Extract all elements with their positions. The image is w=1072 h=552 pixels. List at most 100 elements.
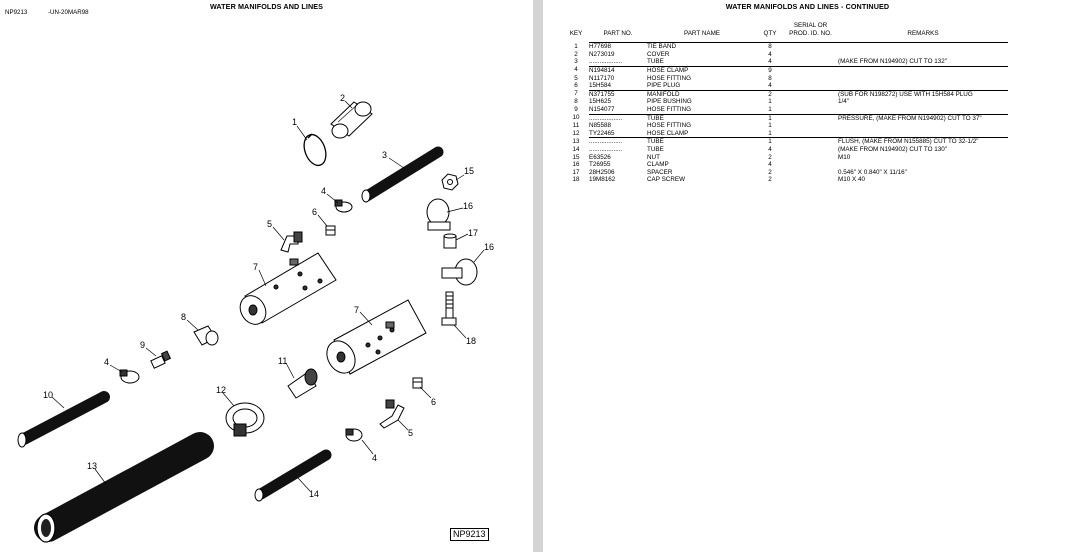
callout-16: 16 [463,201,473,211]
figure-id-label: NP9213 [450,528,489,541]
serial-cell [783,146,838,154]
tube-10-part [17,391,110,448]
callout-1: 1 [292,117,297,127]
qty-cell: 1 [768,98,772,106]
part-name-cell: HOSE CLAMP [647,129,689,137]
callout-4: 4 [104,357,109,367]
hose-clamp-part [334,199,353,213]
part-name-cell: TUBE [647,145,664,153]
callout-11: 11 [278,356,287,366]
qty-cell: 1 [768,105,772,113]
header-key: KEY [569,30,583,38]
qty-cell: 4 [768,145,772,153]
part-name-cell: HOSE FITTING [647,122,692,130]
serial-cell [783,154,838,162]
serial-cell [783,89,838,99]
pipe-bushing-part [193,325,219,346]
qty-cell: 4 [768,82,772,90]
key-cell: 8 [574,98,578,106]
table-header-row: KEY PART NO. PART NAME QTY SERIAL OR PRO… [563,22,1008,43]
page-title: WATER MANIFOLDS AND LINES [209,2,324,11]
header-part-no: PART NO. [603,29,633,37]
part-no-cell: H77698 [589,42,647,51]
remarks-cell: FLUSH, (MAKE FROM N155885) CUT TO 32-1/2… [838,137,1008,146]
callout-8: 8 [181,312,186,322]
part-no-cell: N85588 [589,122,612,130]
manifold-part [239,252,337,325]
illustration-page: WATER MANIFOLDS AND LINES NP9213 -UN-20M… [0,0,533,552]
serial-cell [783,51,838,59]
qty-cell: 2 [757,89,783,99]
key-cell: 2 [574,50,578,58]
callout-7: 7 [253,262,258,272]
qty-cell: 2 [768,153,772,161]
serial-cell [783,130,838,138]
part-no-cell: ................... [589,113,647,123]
page-title: WATER MANIFOLDS AND LINES - CONTINUED [725,2,890,11]
tie-band-part [303,133,327,167]
remarks-cell: (SUB FOR N198272) USE WITH 15H584 PLUG [838,89,1008,99]
remarks-cell [838,82,1008,90]
header-qty: QTY [763,29,777,37]
key-cell: 15 [572,153,580,161]
remarks-cell [838,42,1008,51]
page-divider [533,0,543,552]
callout-6: 6 [312,207,317,217]
serial-cell [783,122,838,130]
qty-cell: 2 [768,168,772,176]
qty-cell: 4 [768,161,772,169]
remarks-cell: M10 X 40 [838,176,865,184]
callout-7: 7 [354,305,359,315]
key-cell: 13 [572,137,580,145]
remarks-cell [838,122,1008,130]
manifold-part [326,299,427,375]
qty-cell: 1 [768,122,772,130]
part-no-cell: 19M8162 [589,176,616,184]
part-name-cell: COVER [647,50,670,58]
part-name-cell: HOSE FITTING [647,74,692,82]
callout-4: 4 [321,186,326,196]
remarks-cell: M10 [838,153,851,161]
key-cell: 7 [574,90,578,98]
serial-cell [783,176,838,184]
serial-cell [783,106,838,114]
part-no-cell: E63526 [589,153,611,161]
tube-14-part [254,449,332,502]
hose-clamp-part [119,369,140,384]
part-name-cell: MANIFOLD [647,89,757,99]
qty-cell: 9 [757,65,783,75]
part-no-cell: 28H2506 [589,168,615,176]
key-cell: 6 [574,82,578,90]
remarks-cell: (MAKE FROM N194902) CUT TO 132" [838,58,947,66]
callout-9: 9 [140,340,145,350]
qty-cell: 8 [757,42,783,51]
callout-12: 12 [216,385,226,395]
remarks-cell: PRESSURE, (MAKE FROM N194902) CUT TO 37" [838,113,1008,123]
callout-17: 17 [468,228,478,238]
key-cell: 12 [572,129,580,137]
serial-cell [783,113,838,123]
part-no-cell: N273019 [589,50,615,58]
part-no-cell: T26955 [589,161,611,169]
remarks-cell [838,161,1008,169]
callout-4: 4 [372,453,377,463]
key-cell: 18 [572,176,580,184]
callout-13: 13 [87,461,97,471]
figure-code: NP9213 [5,9,28,16]
header-remarks: REMARKS [907,29,939,37]
part-name-cell: HOSE FITTING [647,105,692,113]
key-cell: 1 [574,42,578,50]
header-serial: SERIAL OR PROD. ID. NO. [789,22,832,37]
key-cell: 17 [572,168,580,176]
hose-fitting-part [150,350,172,369]
callout-labels: 1 2 3 4 5 6 7 15 16 17 16 18 8 7 4 9 11 … [43,93,494,499]
hose-fitting-elbow-part [379,399,405,429]
